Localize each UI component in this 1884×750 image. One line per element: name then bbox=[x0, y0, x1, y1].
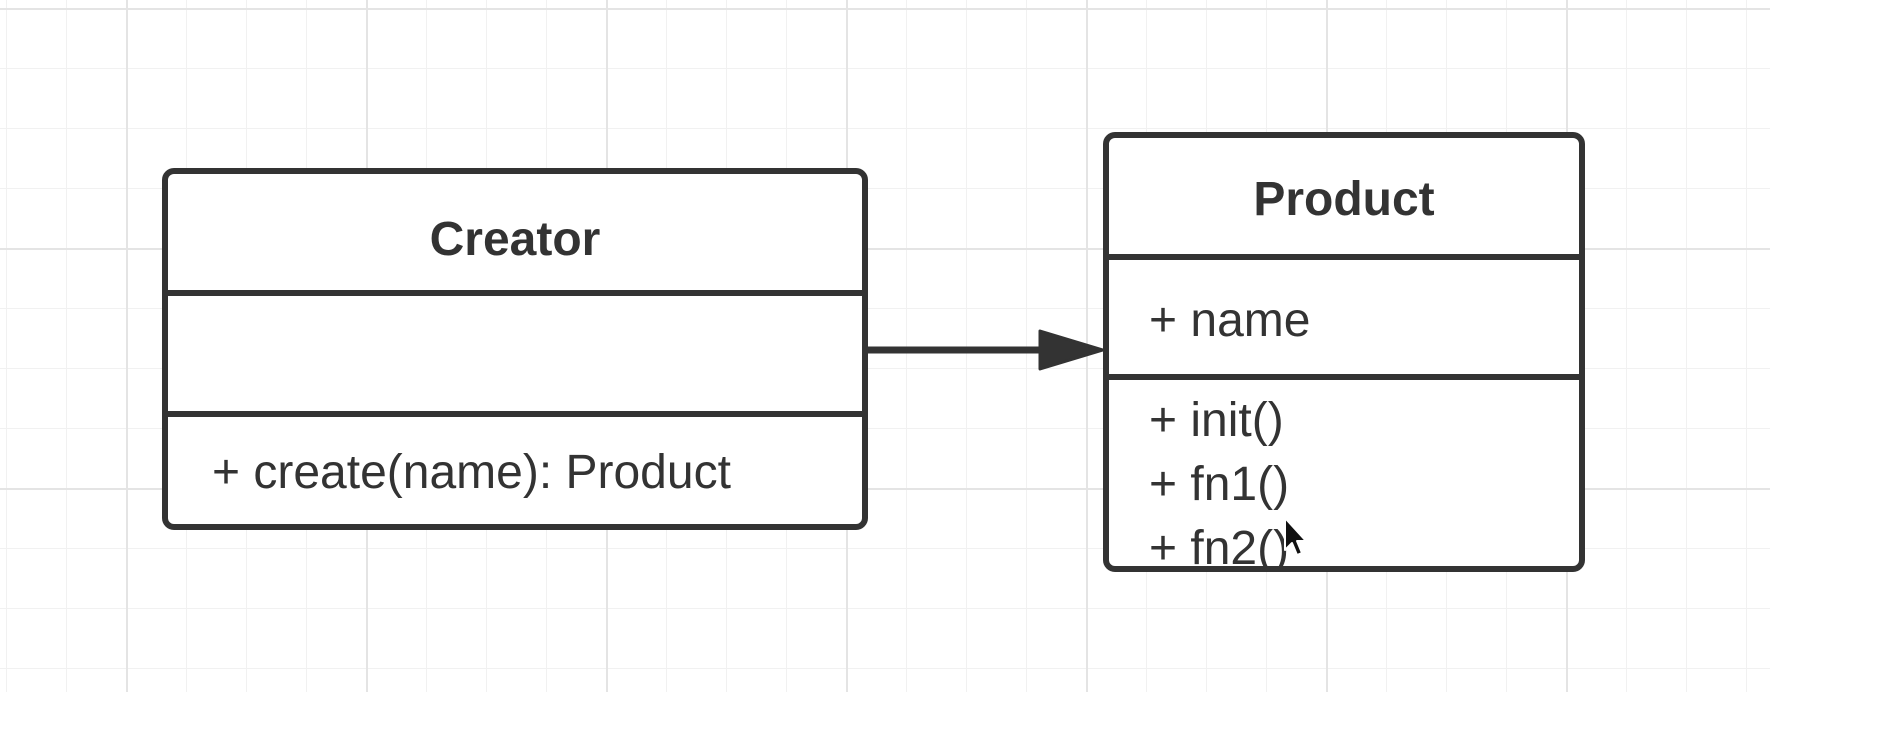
mouse-cursor-icon bbox=[1284, 517, 1307, 556]
operations-section-creator: + create(name): Product bbox=[168, 417, 862, 524]
operation-fn1: + fn1() bbox=[1149, 458, 1290, 511]
attributes-section-product: + name bbox=[1109, 260, 1579, 380]
operation-create: + create(name): Product bbox=[212, 446, 731, 499]
class-name-creator: Creator bbox=[429, 213, 601, 266]
class-name-product: Product bbox=[1253, 173, 1435, 226]
operation-fn2: + fn2() bbox=[1149, 522, 1290, 572]
attributes-section-creator bbox=[168, 296, 862, 417]
class-name-section: Creator bbox=[168, 174, 862, 296]
class-box-creator[interactable]: Creator + create(name): Product bbox=[162, 168, 868, 530]
operation-init: + init() bbox=[1149, 394, 1284, 447]
operations-list: + init() + fn1() + fn2() bbox=[1149, 392, 1290, 572]
arrow-head bbox=[1038, 329, 1105, 371]
class-name-section: Product bbox=[1109, 138, 1579, 260]
attribute-name: + name bbox=[1149, 294, 1311, 347]
class-box-product[interactable]: Product + name + init() + fn1() + fn2() bbox=[1103, 132, 1585, 572]
operations-section-product: + init() + fn1() + fn2() bbox=[1109, 380, 1579, 566]
diagram-canvas[interactable]: Creator + create(name): Product Product … bbox=[0, 0, 1770, 692]
